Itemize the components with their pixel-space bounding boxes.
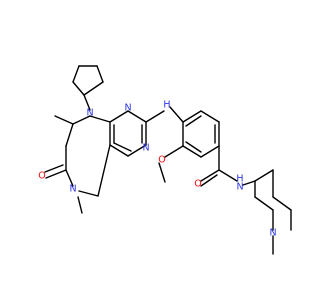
bond (185, 141, 202, 153)
atom-nh-aniline: H (163, 100, 170, 111)
bond (44, 164, 64, 173)
chemical-structure-diagram: N N N H N O O O H N N (38, 65, 292, 255)
bond (65, 169, 74, 187)
bond (169, 106, 184, 123)
bond (200, 174, 218, 187)
bond (72, 65, 80, 83)
bond (145, 110, 165, 123)
bond (113, 142, 132, 152)
bond (109, 110, 129, 123)
bond (83, 94, 91, 111)
bond (89, 115, 111, 123)
atom-o-lactam: O (38, 171, 45, 182)
bond (242, 180, 256, 186)
bond (97, 144, 111, 197)
bond (218, 169, 238, 182)
bond (200, 110, 220, 123)
bond (45, 169, 67, 179)
bond (83, 81, 104, 96)
bond (72, 115, 91, 125)
bond (254, 196, 274, 211)
atom-label-group: N N N H N O O O H N N (38, 100, 276, 239)
bond (185, 115, 202, 127)
bond (182, 110, 202, 123)
bond (72, 81, 85, 96)
bond (127, 144, 147, 157)
bond (65, 123, 74, 147)
bond (109, 144, 129, 157)
bond (164, 145, 184, 158)
bond (96, 65, 104, 83)
atom-nh-amide: H (236, 174, 243, 185)
atom-n-pyrimidine-top: N (124, 103, 131, 114)
bond-group (44, 65, 292, 255)
bond (200, 169, 220, 182)
atom-n-amide: N (236, 182, 243, 193)
bond (254, 169, 274, 182)
atom-n-amide-ring: N (69, 184, 76, 195)
bond (272, 196, 292, 211)
atom-o-methoxy: O (158, 155, 165, 166)
bond (127, 110, 147, 123)
atom-n-piperidine: N (269, 228, 276, 239)
bond (54, 115, 74, 125)
atom-o-amide: O (194, 179, 201, 190)
atom-n-cyclopentyl: N (86, 108, 93, 119)
bond (158, 162, 166, 183)
atom-n-pyrimidine-right: N (142, 143, 149, 154)
bond (200, 145, 220, 158)
bond (77, 196, 83, 214)
bond (78, 190, 99, 197)
bond (182, 145, 202, 158)
